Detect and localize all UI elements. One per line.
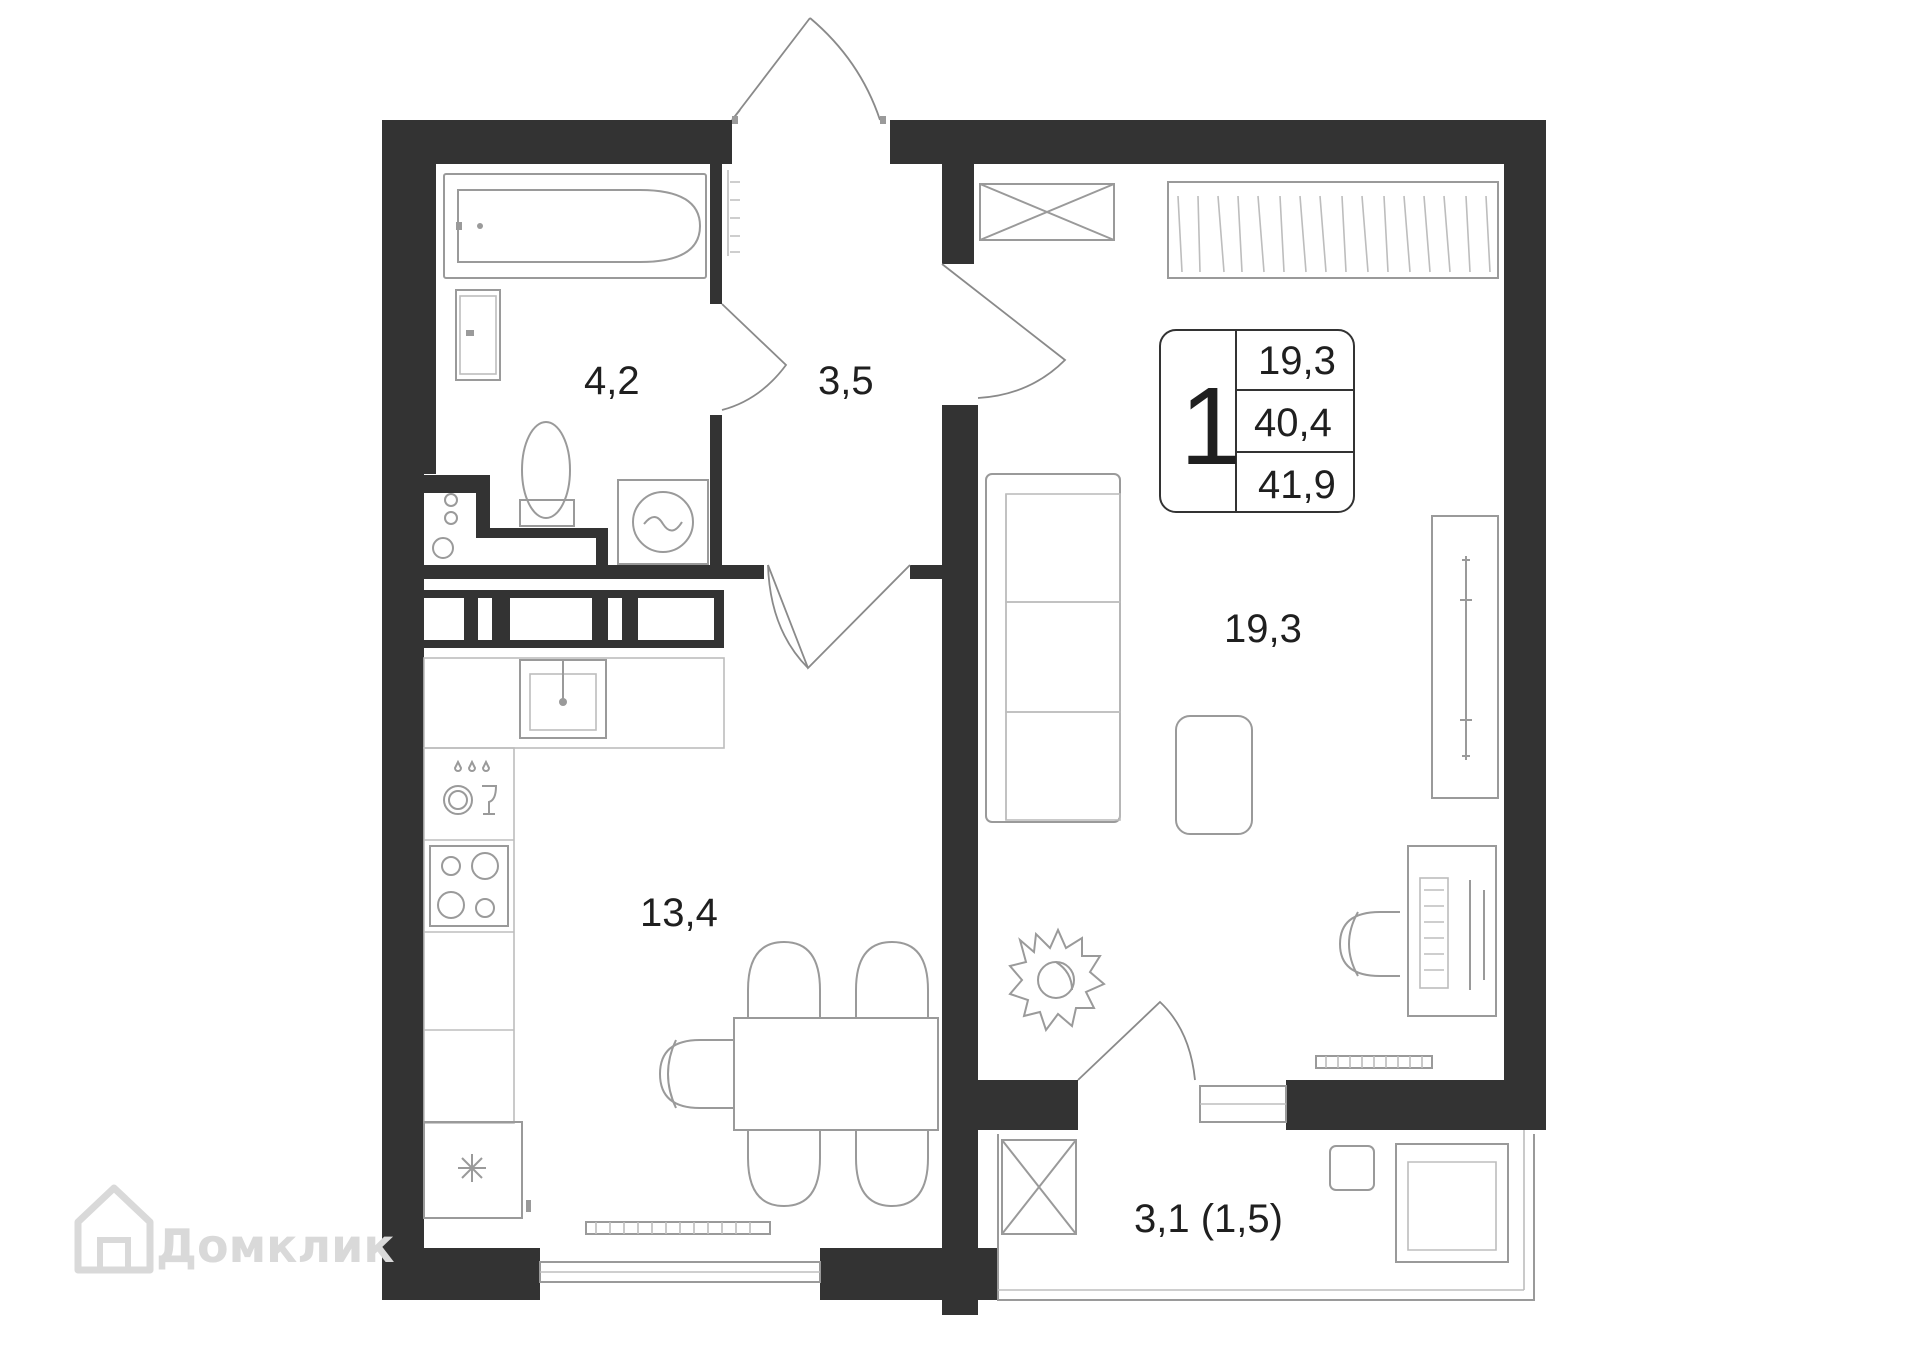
rooms-count: 1	[1180, 365, 1241, 488]
kitchen-area: 13,4	[640, 891, 718, 935]
balcony	[997, 1130, 1535, 1301]
total-with-balcony-value: 41,9	[1258, 463, 1336, 507]
stove	[429, 845, 509, 927]
kitchen-sink	[519, 659, 607, 739]
living-area: 19,3	[1224, 607, 1302, 651]
toilet	[519, 421, 575, 527]
walls	[382, 120, 1546, 1315]
tv-stand	[1431, 515, 1499, 799]
sofa	[985, 473, 1121, 823]
watermark: Домклик	[74, 1184, 395, 1274]
room-labels: 4,2 3,5 13,4 19,3 3,1 (1,5)	[584, 359, 1302, 1241]
total-area-value: 40,4	[1254, 401, 1332, 445]
towel-rail	[727, 170, 740, 256]
fridge	[423, 1121, 531, 1219]
bathroom-area: 4,2	[584, 359, 640, 403]
kitchen-window	[539, 1261, 821, 1283]
wardrobe-right	[1167, 181, 1499, 279]
meters	[432, 493, 458, 559]
house-logo-icon	[74, 1184, 154, 1274]
bathtub	[443, 173, 707, 279]
doors	[721, 17, 1196, 1081]
coffee-table	[1175, 715, 1253, 835]
balcony-area: 3,1 (1,5)	[1134, 1197, 1283, 1241]
living-window	[1199, 1085, 1287, 1123]
dishwasher	[443, 759, 498, 815]
dining-table	[658, 940, 939, 1208]
info-card: 1 19,3 40,4 41,9	[1159, 329, 1355, 513]
washing-machine	[617, 479, 709, 565]
kitchen-radiator	[585, 1221, 771, 1235]
living-area-value: 19,3	[1258, 339, 1336, 383]
desk	[1338, 845, 1497, 1017]
plant	[1008, 927, 1106, 1033]
bathroom-sink	[455, 289, 501, 381]
vent-openings	[424, 598, 714, 640]
living-radiator	[1315, 1055, 1433, 1069]
wardrobe-left	[979, 183, 1115, 241]
watermark-text: Домклик	[156, 1219, 395, 1273]
hallway-area: 3,5	[818, 359, 874, 403]
